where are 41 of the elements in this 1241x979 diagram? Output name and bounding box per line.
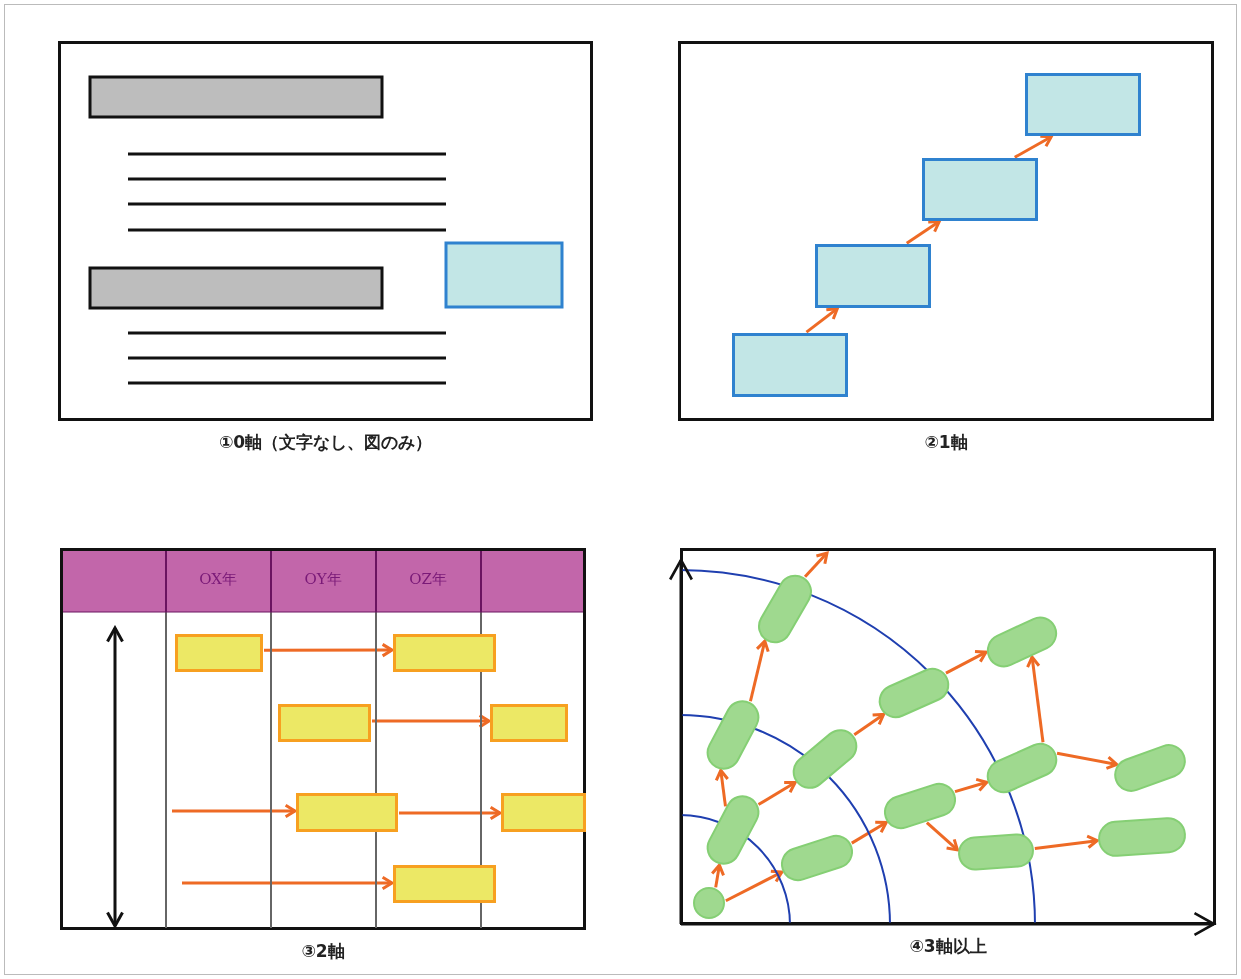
arrow <box>945 649 989 675</box>
arrow <box>803 550 829 578</box>
process-box <box>296 793 398 832</box>
arrow <box>1014 134 1054 159</box>
arrow <box>1056 751 1120 770</box>
start-circle <box>693 887 725 919</box>
arrow <box>805 306 840 334</box>
process-box <box>175 634 263 672</box>
arrow <box>372 714 492 729</box>
arrow <box>757 780 798 806</box>
process-box <box>922 158 1038 221</box>
process-box <box>1025 73 1141 136</box>
arrow <box>725 869 785 903</box>
panel-caption: ②1軸 <box>924 431 968 454</box>
process-box <box>393 865 496 903</box>
column-header: OX年 <box>198 570 238 589</box>
arrow <box>1026 654 1045 743</box>
arrow <box>172 804 298 819</box>
process-box <box>501 793 586 832</box>
process-box <box>732 333 848 397</box>
process-box <box>815 244 931 308</box>
arrow <box>714 767 729 807</box>
process-box <box>490 704 568 742</box>
arrow <box>905 220 942 245</box>
arrow <box>264 643 395 658</box>
process-box <box>278 704 371 742</box>
arrow <box>851 820 889 845</box>
column-header: OY年 <box>303 570 343 589</box>
process-box <box>393 634 496 672</box>
arrow <box>925 821 960 852</box>
arrow <box>399 805 503 820</box>
arrow <box>182 876 395 891</box>
capsule-node <box>956 832 1036 872</box>
panel-caption: ③2軸 <box>301 940 345 963</box>
arrow <box>711 862 725 888</box>
arrow <box>853 712 886 736</box>
arrow <box>954 777 990 793</box>
arrow <box>749 638 770 702</box>
panel-caption: ①0軸（文字なし、図のみ） <box>218 431 433 454</box>
panel-caption: ④3軸以上 <box>909 935 987 958</box>
column-header: OZ年 <box>408 570 448 589</box>
